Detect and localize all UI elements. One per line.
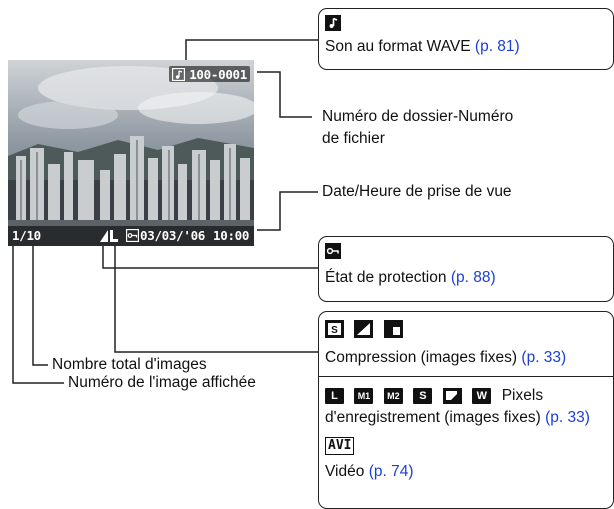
sound-memo-icon	[325, 15, 341, 36]
protection-label: État de protection (p. 88)	[325, 268, 496, 288]
connector-displayed-image	[12, 245, 64, 384]
quality-indicator-icon	[100, 228, 124, 243]
folder-file-line2: de fichier	[322, 130, 385, 147]
sound-memo-page-ref[interactable]: (p. 81)	[474, 38, 520, 55]
video-text: Vidéo	[325, 463, 365, 480]
compression-icons: S	[325, 320, 403, 338]
pixels-medium2-icon: M2	[383, 388, 403, 404]
info-bar	[8, 226, 254, 246]
svg-text:S: S	[331, 325, 338, 336]
connector-sound	[185, 39, 318, 62]
sound-memo-label: Son au format WAVE (p. 81)	[325, 37, 520, 57]
folder-file-label: Numéro de dossier-Numéro de fichier	[322, 107, 513, 149]
section-divider	[319, 376, 613, 377]
superfine-icon: S	[325, 320, 344, 338]
video-page-ref[interactable]: (p. 74)	[368, 463, 414, 480]
connector-total-images	[32, 245, 48, 366]
callout-sound-memo: Son au format WAVE (p. 81)	[318, 8, 614, 70]
connector-compression	[114, 245, 318, 353]
protection-page-ref[interactable]: (p. 88)	[450, 269, 496, 286]
pixels-line1: Pixels	[501, 387, 544, 404]
pixels-small-icon: S	[413, 388, 433, 404]
camera-screen: 100-0001 1/10 03/03/'06 10:00	[8, 60, 254, 246]
compression-page-ref[interactable]: (p. 33)	[521, 349, 567, 366]
date-time-label: Date/Heure de prise de vue	[322, 183, 512, 200]
city-skyline-image	[8, 60, 254, 246]
compression-text: Compression (images fixes)	[325, 349, 518, 366]
protect-key-icon	[325, 243, 341, 264]
image-counter: 1/10	[12, 228, 41, 243]
normal-icon	[383, 320, 403, 338]
postcard-icon	[442, 388, 462, 404]
pixels-widescreen-icon: W	[472, 388, 492, 404]
protection-key-icon	[125, 228, 140, 243]
fine-icon	[354, 320, 374, 338]
sound-memo-icon	[171, 67, 185, 82]
pixels-page-ref[interactable]: (p. 33)	[545, 409, 590, 426]
folder-file-number: 100-0001	[189, 67, 247, 82]
connector-folder	[257, 71, 312, 118]
folder-file-line1: Numéro de dossier-Numéro	[322, 108, 514, 125]
recording-pixels-label: d'enregistrement (images fixes) (p. 33)	[325, 408, 590, 428]
sound-memo-text: Son au format WAVE	[325, 38, 471, 55]
avi-badge: AVI	[325, 437, 355, 455]
pixels-large-icon: L	[325, 388, 344, 404]
shooting-date: 03/03/'06	[140, 228, 206, 243]
folder-file-overlay: 100-0001	[168, 66, 250, 82]
shooting-time: 10:00	[213, 228, 250, 243]
avi-badge-icon: AVI	[325, 436, 355, 455]
connector-datetime	[257, 191, 318, 231]
protection-text: État de protection	[325, 269, 447, 286]
pixels-medium1-icon: M1	[354, 388, 374, 404]
callout-compression-pixels-video: S Compression (images fixes) (p. 33) L M…	[318, 311, 614, 509]
connector-protection	[102, 245, 318, 269]
total-images-label: Nombre total d'images	[52, 356, 207, 373]
video-label: Vidéo (p. 74)	[325, 462, 414, 482]
compression-label: Compression (images fixes) (p. 33)	[325, 348, 566, 368]
displayed-image-label: Numéro de l'image affichée	[68, 374, 256, 391]
callout-protection: État de protection (p. 88)	[318, 236, 614, 302]
pixels-line2: d'enregistrement (images fixes)	[325, 409, 541, 426]
recording-pixels-row: L M1 M2 S W Pixels	[325, 386, 543, 406]
